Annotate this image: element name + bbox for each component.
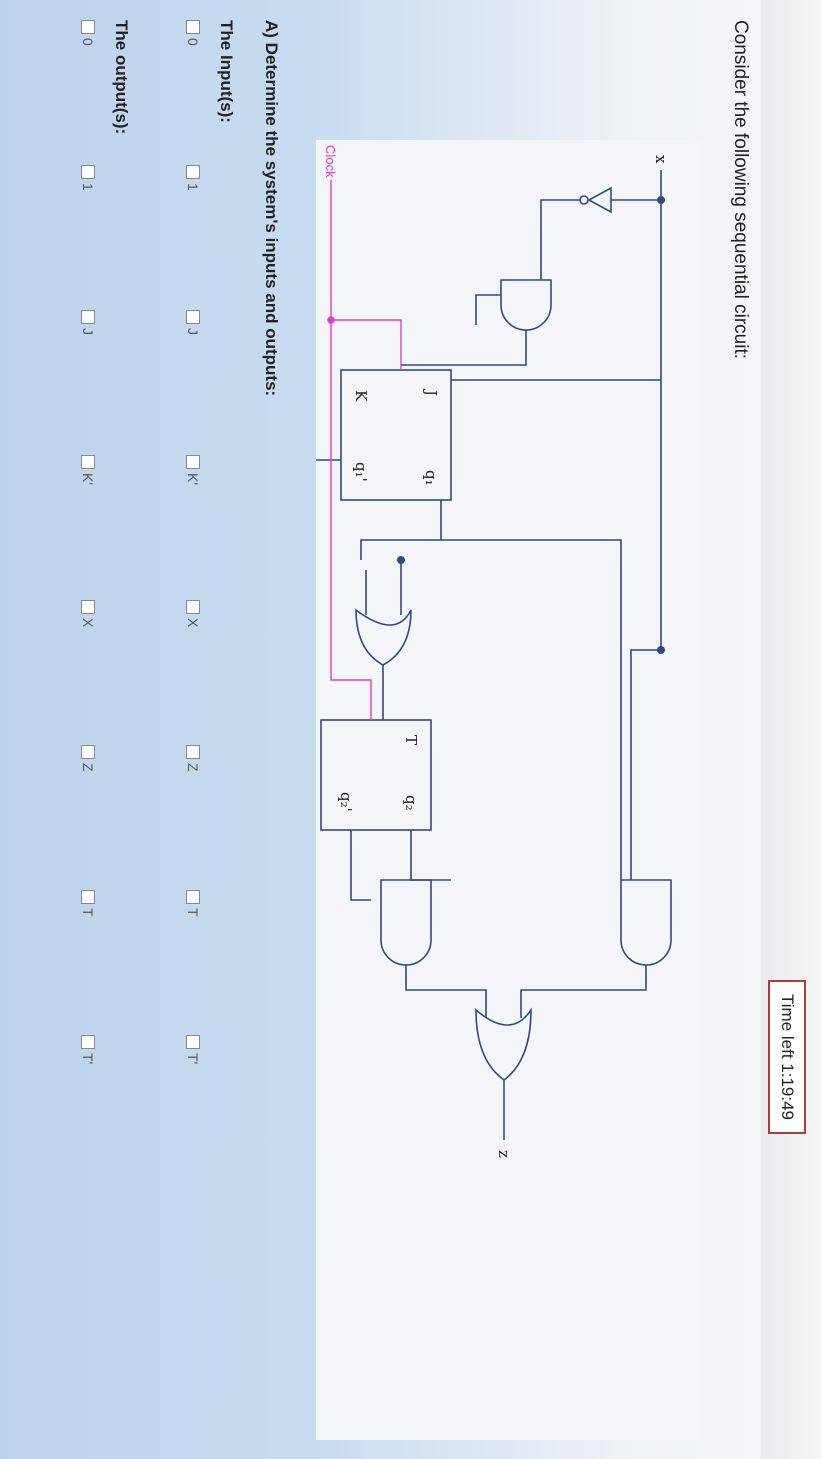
and1-output <box>401 330 527 366</box>
clock-wire-2 <box>330 320 372 720</box>
q2-label: q₂ <box>402 795 420 811</box>
junction-dot <box>397 556 405 564</box>
not-gate <box>587 186 612 214</box>
output-option[interactable]: Z <box>80 745 96 890</box>
and2-to-or <box>405 965 487 1018</box>
q2p-wire <box>350 830 371 901</box>
input-option[interactable]: 0 <box>185 20 201 165</box>
j-label: J <box>422 388 440 396</box>
outputs-title: The output(s): <box>112 20 131 135</box>
input-checkbox[interactable] <box>186 310 200 324</box>
output-checkbox[interactable] <box>81 165 95 179</box>
output-checkbox[interactable] <box>81 600 95 614</box>
input-option-label: Z <box>185 763 201 772</box>
q1-label: q₁ <box>422 470 440 486</box>
question-text: Consider the following sequential circui… <box>730 20 751 360</box>
output-checkbox[interactable] <box>81 745 95 759</box>
output-checkbox[interactable] <box>81 310 95 324</box>
input-checkbox[interactable] <box>186 1035 200 1049</box>
q2-wire <box>410 830 451 881</box>
time-left-badge: Time left 1:19:49 <box>768 980 806 1134</box>
input-option[interactable]: T' <box>185 1035 201 1180</box>
output-option-label: J <box>80 328 96 335</box>
input-option[interactable]: J <box>185 310 201 455</box>
and-gate-2 <box>380 879 432 966</box>
input-option[interactable]: T <box>185 890 201 1035</box>
clock-wire <box>330 180 402 370</box>
output-option-label: T <box>80 908 96 917</box>
output-option[interactable]: T <box>80 890 96 1035</box>
q1-wire <box>360 500 442 560</box>
and-gate-1 <box>500 279 552 331</box>
and3-to-or <box>520 965 647 1018</box>
input-checkbox[interactable] <box>186 890 200 904</box>
output-checkbox[interactable] <box>81 890 95 904</box>
k-label: K <box>352 390 370 402</box>
not-bubble <box>579 195 589 205</box>
input-option-label: T <box>185 908 201 917</box>
output-option-label: T' <box>80 1053 96 1065</box>
junction-dot <box>657 646 665 654</box>
q2p-label: q₂' <box>337 792 355 812</box>
top-bar: Time left 1:19:49 <box>761 0 821 1459</box>
z-label: z <box>495 1150 513 1158</box>
output-option[interactable]: T' <box>80 1035 96 1180</box>
and1-out-to-k <box>475 294 501 325</box>
output-option[interactable]: 1 <box>80 165 96 310</box>
output-option-label: Z <box>80 763 96 772</box>
input-option[interactable]: K' <box>185 455 201 600</box>
clock-label: Clock <box>323 145 338 178</box>
output-option[interactable]: 0 <box>80 20 96 165</box>
circuit-diagram: x z J K q₁ q₁' T q₂ q₂' Clock <box>316 140 701 1440</box>
junction-dot <box>657 196 665 204</box>
q1p-wire <box>316 459 341 700</box>
q1p-label: q₁' <box>352 462 370 482</box>
input-option-label: T' <box>185 1053 201 1065</box>
input-checkbox[interactable] <box>186 745 200 759</box>
input-option-label: 0 <box>185 38 201 46</box>
clock-junction <box>327 316 335 324</box>
t-flipflop <box>320 719 432 831</box>
x-label: x <box>652 155 670 164</box>
output-option[interactable]: J <box>80 310 96 455</box>
input-option-label: 1 <box>185 183 201 191</box>
input-option-label: X <box>185 618 201 628</box>
output-checkbox[interactable] <box>81 455 95 469</box>
input-option[interactable]: 1 <box>185 165 201 310</box>
input-checkbox[interactable] <box>186 600 200 614</box>
and3-in-x <box>630 649 661 880</box>
input-checkbox[interactable] <box>186 455 200 469</box>
circuit-svg: x z J K q₁ q₁' T q₂ q₂' Clock <box>316 145 672 1158</box>
output-checkbox[interactable] <box>81 20 95 34</box>
input-checkbox[interactable] <box>186 20 200 34</box>
output-option-label: 1 <box>80 183 96 191</box>
and-gate-3 <box>620 879 672 966</box>
and3-in-q1 <box>441 539 622 880</box>
output-option-label: 0 <box>80 38 96 46</box>
output-option-label: X <box>80 618 96 628</box>
or-gate-final <box>475 1007 532 1081</box>
input-checkbox[interactable] <box>186 165 200 179</box>
section-a-title: A) Determine the system's inputs and out… <box>262 20 281 397</box>
output-option[interactable]: K' <box>80 455 96 600</box>
input-option[interactable]: Z <box>185 745 201 890</box>
input-option-label: K' <box>185 473 201 486</box>
input-option-label: J <box>185 328 201 335</box>
output-option-label: K' <box>80 473 96 486</box>
output-checkbox[interactable] <box>81 1035 95 1049</box>
input-option[interactable]: X <box>185 600 201 745</box>
t-label: T <box>402 735 420 745</box>
or-gate-1 <box>355 608 412 666</box>
notx-wire <box>540 199 580 280</box>
inputs-title: The Input(s): <box>217 20 236 123</box>
jk-flipflop <box>340 369 452 501</box>
output-option[interactable]: X <box>80 600 96 745</box>
